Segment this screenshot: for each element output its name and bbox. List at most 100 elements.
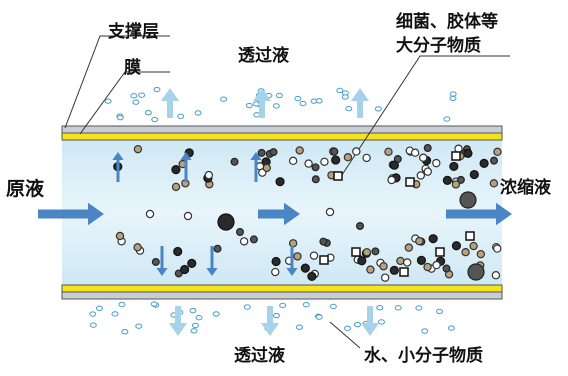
solute-particle <box>311 163 320 172</box>
water-molecule <box>212 311 220 317</box>
water-molecule <box>299 100 307 107</box>
solute-particle <box>366 265 375 274</box>
solute-particle <box>180 264 190 275</box>
membrane-top <box>61 132 503 141</box>
solute-particle <box>489 179 499 188</box>
solute-particle <box>432 158 441 168</box>
water-molecule <box>315 314 323 320</box>
solute-particle <box>307 271 317 282</box>
concentrate-label: 浓缩液 <box>500 178 551 198</box>
water-molecule <box>132 99 140 105</box>
water-molecule <box>447 325 455 331</box>
solute-particle <box>288 156 298 166</box>
support-layer-top <box>61 125 503 134</box>
water-molecule <box>279 302 287 309</box>
permeate-out-up-arrow-head <box>160 88 180 101</box>
membrane-bottom <box>61 284 503 293</box>
solute-particle <box>304 159 313 168</box>
water-molecule <box>415 305 423 311</box>
solute-particle <box>269 148 278 157</box>
solute-particle <box>174 269 183 278</box>
water-molecule <box>130 93 138 99</box>
water-molecule <box>111 311 119 317</box>
solute-particle <box>469 169 479 180</box>
solute-particle <box>423 167 432 176</box>
colloid-particle <box>319 255 329 265</box>
leader-membrane <box>79 71 170 135</box>
water-molecule <box>294 95 302 102</box>
water-molecule <box>116 114 124 121</box>
water-molecule <box>153 86 161 93</box>
leader-support-layer <box>64 35 170 129</box>
solute-particle <box>151 257 160 266</box>
solute-particle <box>491 271 501 280</box>
solute-particle <box>463 148 473 158</box>
solute-particle <box>133 243 142 252</box>
water-molecule <box>329 303 337 310</box>
solute-particle <box>442 175 452 185</box>
permeate-down-arrow-head <box>206 268 218 276</box>
solute-particle <box>271 256 281 267</box>
colloid-particle <box>451 151 461 161</box>
solute-particle <box>236 228 245 237</box>
feed-label: 原液 <box>6 178 45 200</box>
water-molecule <box>151 116 159 123</box>
solute-particle <box>230 157 239 166</box>
water-molecule <box>191 322 199 329</box>
solute-particle <box>357 256 367 266</box>
colloid-particle <box>351 247 361 257</box>
solute-particle <box>371 247 380 256</box>
water-molecule <box>443 116 451 122</box>
solute-particle <box>432 260 441 270</box>
water-molecule <box>353 321 361 328</box>
water-molecule <box>341 94 349 100</box>
solute-particle <box>404 243 414 252</box>
solute-particle <box>275 177 285 187</box>
permeate-top-label: 透过液 <box>238 46 289 66</box>
water-molecule <box>377 319 385 325</box>
solute-particle <box>469 241 478 251</box>
feed-flow-arrow-head <box>88 202 104 226</box>
solute-particle <box>415 236 424 246</box>
water-molecule <box>245 102 253 109</box>
solute-particle <box>115 231 125 241</box>
water-molecule <box>189 307 197 314</box>
colloid-particle <box>465 231 475 241</box>
particles <box>89 86 502 335</box>
permeate-down-arrow-head <box>156 268 168 276</box>
leader-water <box>329 321 361 349</box>
solute-particle <box>384 147 393 156</box>
solute-particle <box>403 258 412 267</box>
solute-particle <box>362 248 372 257</box>
water-molecule <box>135 323 143 329</box>
solute-particle <box>456 175 465 184</box>
permeate-out-up-arrow-head <box>252 88 272 101</box>
solute-particle <box>423 144 432 153</box>
water-molecule <box>190 328 198 334</box>
solute-particle <box>325 207 335 217</box>
mid-flow-arrow-head <box>284 202 300 226</box>
water-molecule <box>374 106 382 112</box>
colloid-particle <box>399 267 409 277</box>
solute-particle <box>173 246 183 257</box>
solute-particle <box>239 237 249 246</box>
permeate-bottom-label: 透过液 <box>234 346 285 366</box>
support-layer-label: 支撑层 <box>108 22 159 42</box>
water-molecule <box>138 92 146 98</box>
water-molecule <box>220 96 228 102</box>
solute-particle <box>467 263 485 281</box>
water-molecule <box>89 311 97 317</box>
water-molecule <box>275 92 283 99</box>
permeate-down-arrow-head <box>286 268 298 276</box>
water-molecule <box>394 305 402 311</box>
solute-particle <box>389 265 399 275</box>
solute-particle <box>288 239 298 248</box>
water-molecule <box>243 304 251 310</box>
water-molecule <box>272 312 280 319</box>
water-molecule <box>89 322 97 328</box>
water-molecule <box>121 329 129 335</box>
solute-particle <box>476 249 486 259</box>
permeate-out-up-arrow-head <box>350 88 370 101</box>
solute-particle <box>461 247 470 257</box>
